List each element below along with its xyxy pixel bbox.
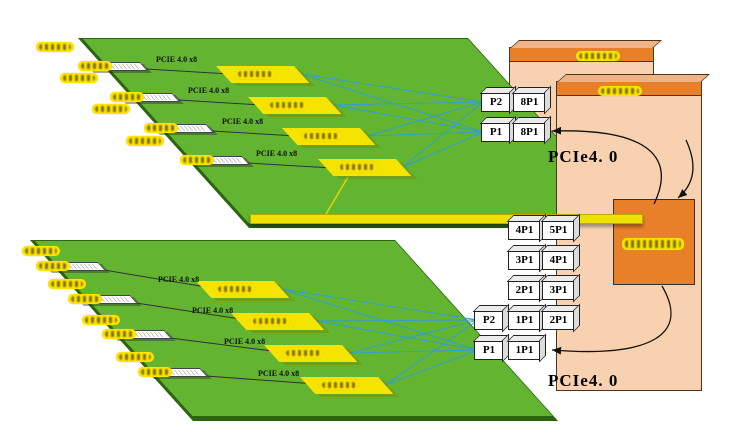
switch-chip	[613, 199, 695, 285]
redacted-label	[319, 380, 359, 390]
redacted-label	[144, 123, 178, 133]
top-port-p2: P2	[481, 92, 511, 112]
redacted-label	[36, 42, 74, 52]
redacted-label	[598, 86, 642, 96]
pcie-link-label: PCIE 4.0 x8	[192, 306, 234, 315]
redacted-label	[576, 51, 620, 61]
redacted-label	[78, 61, 112, 71]
redacted-label	[267, 100, 307, 110]
redacted-label	[110, 92, 144, 102]
bot-port-p2: P2	[474, 310, 504, 330]
bot-port-1p1-b: 1P1	[508, 340, 541, 360]
pcie-caption-top: PCIe4. 0	[548, 147, 619, 166]
redacted-label	[48, 279, 86, 289]
bot-port-3p1-l: 3P1	[508, 250, 541, 270]
redacted-label	[36, 261, 70, 271]
bot-port-p1: P1	[474, 340, 504, 360]
redacted-label	[337, 162, 377, 172]
pcie-caption-bottom: PCIe4. 0	[548, 371, 619, 390]
bot-port-2p1-r: 2P1	[542, 310, 575, 330]
bot-port-2p1-l: 2P1	[508, 280, 541, 300]
redacted-label	[301, 131, 341, 141]
redacted-label	[215, 284, 255, 294]
bot-port-4p1-r: 4P1	[542, 250, 575, 270]
top-port-8p1-b: 8P1	[513, 122, 546, 142]
bot-port-3p1-r: 3P1	[542, 280, 575, 300]
bot-port-1p1-a: 1P1	[508, 310, 541, 330]
pcie-link-label: PCIE 4.0 x8	[224, 337, 266, 346]
redacted-label	[250, 316, 290, 326]
redacted-label	[60, 73, 98, 83]
pcie-link-label: PCIE 4.0 x8	[222, 117, 264, 126]
backplane-bar	[250, 214, 643, 224]
redacted-label	[283, 348, 323, 358]
pcie-link-label: PCIE 4.0 x8	[258, 369, 300, 378]
pcie-link-label: PCIE 4.0 x8	[256, 149, 298, 158]
redacted-label	[92, 104, 130, 114]
redacted-label	[622, 238, 684, 250]
redacted-label	[68, 294, 102, 304]
redacted-label	[82, 315, 120, 325]
bot-port-5p1: 5P1	[542, 220, 575, 240]
redacted-label	[22, 246, 60, 256]
redacted-label	[102, 329, 136, 339]
pcie-link-label: PCIE 4.0 x8	[188, 86, 230, 95]
top-port-8p1-a: 8P1	[513, 92, 546, 112]
redacted-label	[235, 69, 275, 79]
bot-port-4p1-l: 4P1	[508, 220, 541, 240]
pcie-link-label: PCIE 4.0 x8	[158, 275, 200, 284]
redacted-label	[180, 155, 214, 165]
redacted-label	[138, 367, 172, 377]
top-port-p1: P1	[481, 122, 511, 142]
redacted-label	[116, 352, 154, 362]
pcie-link-label: PCIE 4.0 x8	[156, 55, 198, 64]
redacted-label	[126, 136, 164, 146]
